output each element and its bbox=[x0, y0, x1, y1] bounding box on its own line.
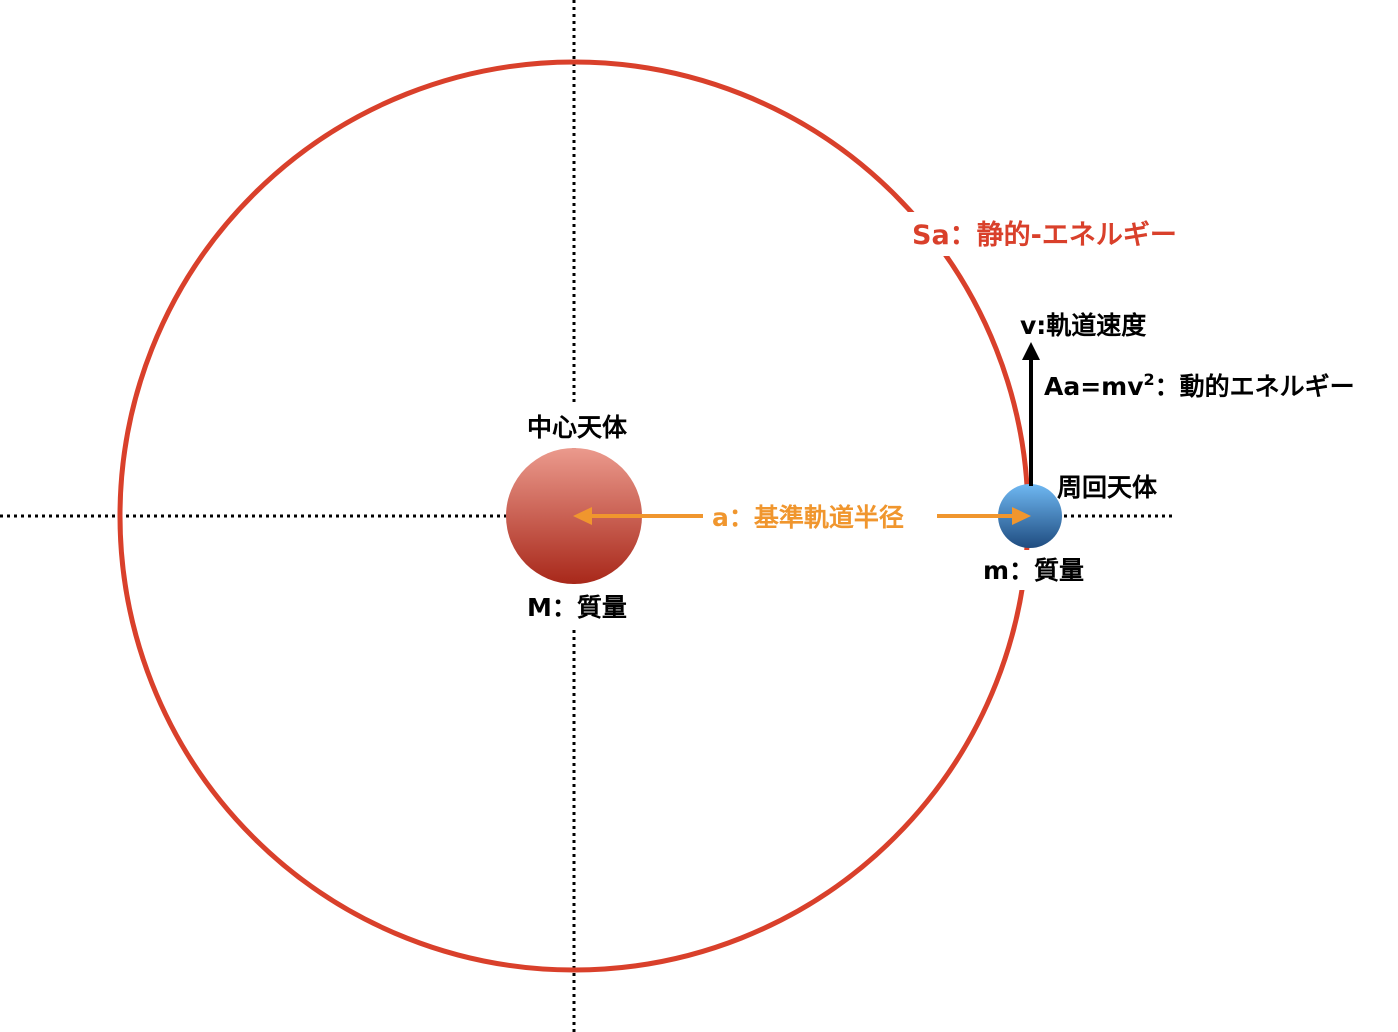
velocity-arrowhead-icon bbox=[1022, 342, 1040, 360]
radius-arrowhead-right-icon bbox=[1012, 507, 1031, 525]
central-mass-label: M：質量 bbox=[527, 593, 627, 622]
radius-arrowhead-left-icon bbox=[573, 507, 592, 525]
velocity-label: v:軌道速度 bbox=[1020, 311, 1146, 340]
kinetic-energy-exponent: 2 bbox=[1144, 370, 1155, 389]
kinetic-energy-label: Aa=mv2：動的エネルギー bbox=[1044, 370, 1355, 401]
orbiting-mass-label: m：質量 bbox=[983, 556, 1084, 585]
kinetic-energy-formula: Aa=mv bbox=[1044, 372, 1144, 401]
radius-label: a：基準軌道半径 bbox=[712, 503, 904, 532]
static-energy-label: Sa：静的-エネルギー bbox=[912, 219, 1177, 251]
central-body-label: 中心天体 bbox=[527, 413, 628, 442]
kinetic-energy-name: ：動的エネルギー bbox=[1155, 372, 1355, 401]
orbiting-body-label: 周回天体 bbox=[1057, 473, 1158, 502]
